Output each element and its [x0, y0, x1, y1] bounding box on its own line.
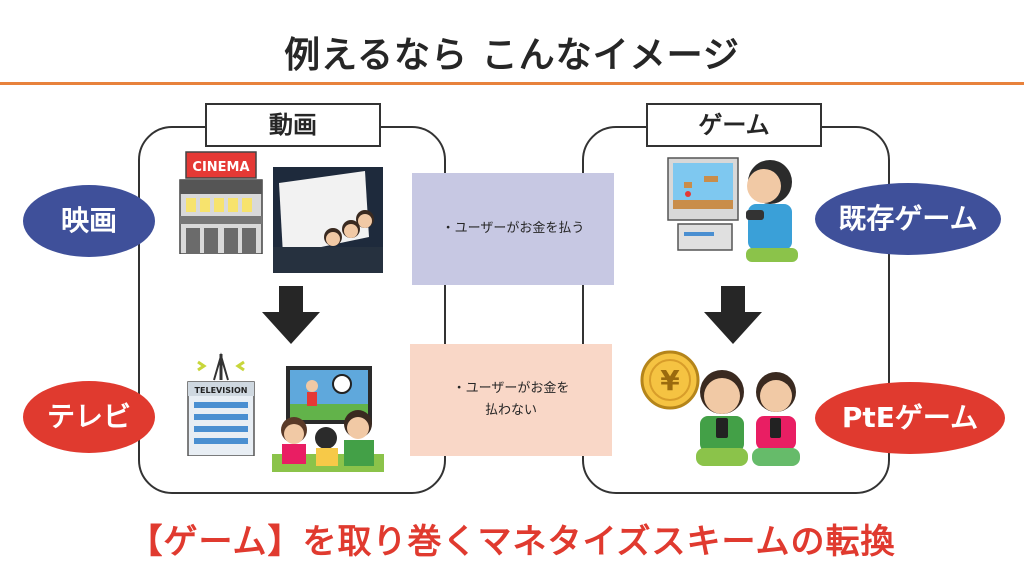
existing-game-pill: 既存ゲーム: [815, 183, 1001, 255]
pte-game-pill: PtEゲーム: [815, 382, 1005, 454]
yen-coin-icon: ¥: [640, 350, 700, 410]
game-panel-label: ゲーム: [646, 103, 822, 147]
family-watching-tv-icon: [272, 366, 384, 472]
user-does-not-pay-box: ・ユーザーがお金を 払わない: [410, 344, 612, 456]
coin-symbol-text: ¥: [660, 364, 680, 397]
boy-console-game-icon: [667, 157, 798, 262]
page-title: 例えるなら こんなイメージ: [284, 35, 740, 76]
user-pays-text: ・ユーザーがお金を払う: [441, 221, 585, 236]
video-panel-label: 動画: [205, 103, 381, 147]
tv-pill: テレビ: [23, 381, 155, 453]
tv-station-sign-text: TELEVISION: [195, 386, 248, 395]
user-does-not-pay-text-line2: 払わない: [484, 403, 537, 418]
bottom-headline: 【ゲーム】を取り巻くマネタイズスキームの転換: [128, 522, 896, 562]
movie-pill: 映画: [23, 185, 155, 257]
movie-theater-scene-icon: [273, 167, 383, 273]
cinema-sign-text: CINEMA: [192, 160, 249, 175]
title-divider: [0, 82, 1024, 85]
user-does-not-pay-text-line1: ・ユーザーがお金を: [452, 381, 570, 396]
user-pays-box: ・ユーザーがお金を払う: [412, 173, 614, 285]
tv-station-building-icon: TELEVISION: [187, 352, 255, 456]
arrow-down-icon: [704, 286, 762, 344]
arrow-down-icon: [262, 286, 320, 344]
cinema-building-icon: CINEMA: [179, 151, 263, 254]
kids-smartphone-game-icon: [696, 370, 800, 466]
